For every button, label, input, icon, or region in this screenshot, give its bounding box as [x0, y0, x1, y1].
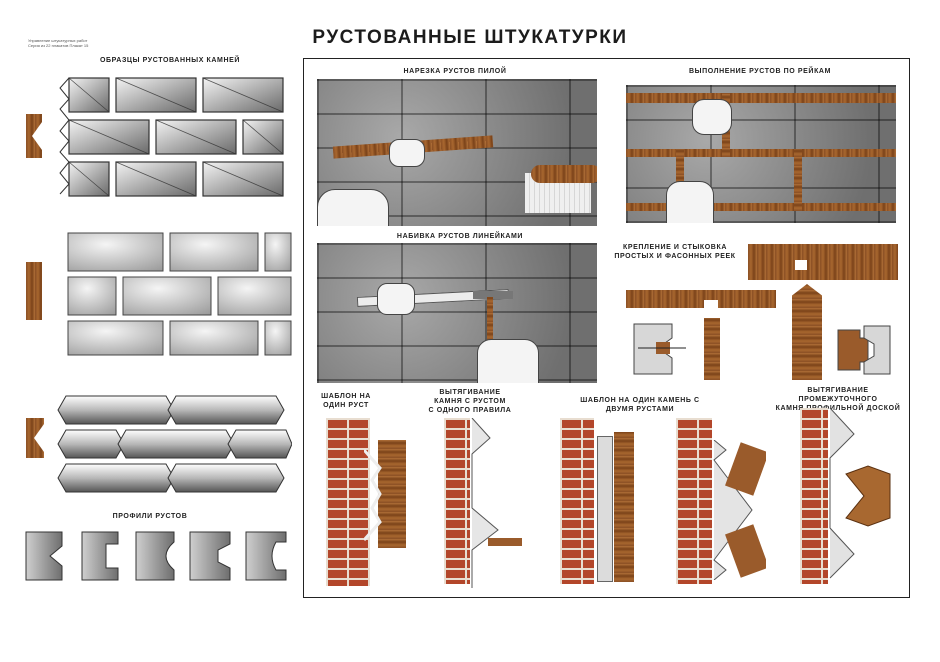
hand-ruler — [377, 283, 415, 315]
brick-wall-1 — [326, 418, 370, 586]
panel-saw-cutting — [317, 79, 597, 226]
strip-vertical — [704, 318, 720, 380]
strip-h3 — [626, 203, 896, 211]
simple-strip — [626, 290, 776, 308]
poster-title: РУСТОВАННЫЕ ШТУКАТУРКИ — [312, 27, 628, 48]
simple-strip-notch — [704, 300, 718, 310]
right-frame — [303, 58, 910, 598]
stone-profile-board — [829, 408, 891, 579]
hammer-head — [473, 291, 513, 299]
brick-wall-2 — [444, 418, 470, 584]
label-fastening: КРЕПЛЕНИЕ И СТЫКОВКА ПРОСТЫХ И ФАСОННЫХ … — [614, 244, 736, 260]
hand-right — [389, 139, 425, 167]
template-profile-1 — [364, 449, 382, 541]
hammer-handle — [487, 297, 493, 349]
brick-wall-4 — [676, 418, 712, 584]
template-board-1 — [378, 440, 406, 548]
hand-hammer-2 — [477, 339, 539, 383]
strip-h1 — [626, 93, 896, 103]
sample-bevelled-stones — [67, 232, 292, 356]
strip-v3 — [676, 149, 684, 211]
profiled-strip-joint — [748, 244, 898, 280]
label-drawing-profile-board: ВЫТЯГИВАНИЕ ПРОМЕЖУТОЧНОГО КАМНЯ ПРОФИЛЬ… — [775, 387, 901, 412]
label-saw-cutting: НАРЕЗКА РУСТОВ ПИЛОЙ — [403, 68, 507, 75]
sample-2-strip-profile — [26, 262, 42, 320]
panel-by-strips — [626, 85, 896, 223]
hand-left — [317, 189, 389, 226]
panel-ruler-stuffing — [317, 243, 597, 383]
label-template-single: ШАБЛОН НА ОДИН РУСТ — [321, 393, 371, 409]
corner-note: Управление штукатурных работ Серия из 22… — [28, 38, 89, 48]
template-profile-3 — [597, 436, 613, 582]
saw-handle — [531, 165, 597, 183]
stone-drawing-one-rule — [471, 418, 522, 588]
label-template-two-rusts: ШАБЛОН НА ОДИН КАМЕНЬ С ДВУМЯ РУСТАМИ — [580, 397, 700, 413]
brick-wall-3 — [560, 418, 594, 584]
hand-strip — [692, 99, 732, 135]
strip-section-2 — [837, 325, 891, 375]
strip-h2 — [626, 149, 896, 157]
samples-title: ОБРАЗЦЫ РУСТОВАННЫХ КАМНЕЙ — [99, 57, 241, 64]
label-drawing-one-rule: ВЫТЯГИВАНИЕ КАМНЯ С РУСТОМ С ОДНОГО ПРАВ… — [428, 389, 512, 414]
sample-diamond-stones — [59, 77, 284, 197]
profiles-title: ПРОФИЛИ РУСТОВ — [112, 513, 188, 520]
joint-notch — [795, 260, 807, 270]
stone-two-rusts — [713, 440, 766, 580]
rust-profiles — [25, 531, 287, 581]
brick-wall-5 — [800, 408, 828, 584]
strip-notch-3 — [34, 424, 44, 452]
strip-notch-1 — [32, 122, 42, 150]
faceted-strip — [792, 284, 822, 380]
sample-faceted-stones — [57, 395, 292, 493]
template-board-3 — [614, 432, 634, 582]
strip-v2 — [794, 149, 802, 211]
label-by-strips: ВЫПОЛНЕНИЕ РУСТОВ ПО РЕЙКАМ — [688, 68, 832, 75]
strip-section-1 — [633, 323, 686, 375]
hand-hammer — [666, 181, 714, 223]
label-ruler-stuffing: НАБИВКА РУСТОВ ЛИНЕЙКАМИ — [396, 233, 524, 240]
